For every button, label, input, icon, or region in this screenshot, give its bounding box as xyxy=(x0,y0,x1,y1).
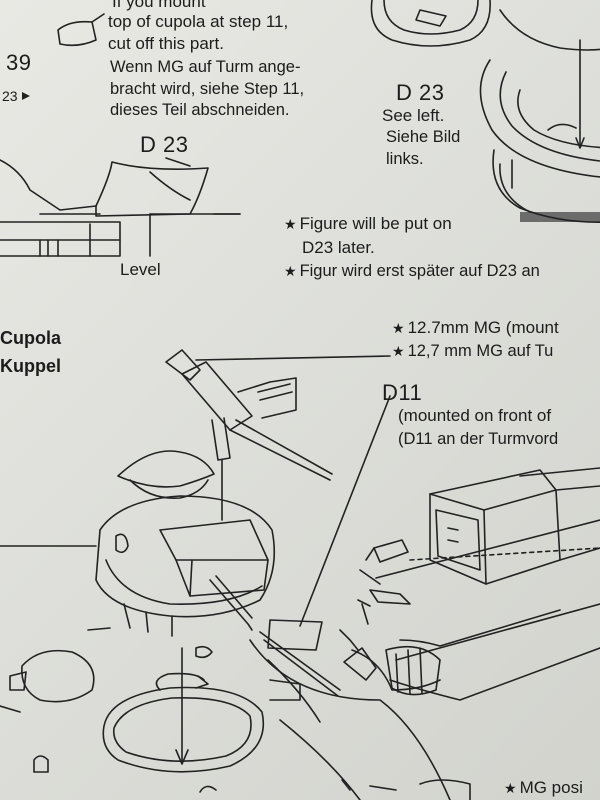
ring-part-icon xyxy=(370,0,491,47)
figure-note-line1: Figure will be put on xyxy=(284,214,452,234)
small-parts-icon xyxy=(0,627,217,793)
note-top-line5: dieses Teil abschneiden. xyxy=(110,101,290,119)
bottom-parts-icon xyxy=(369,779,471,800)
d23-side-view xyxy=(0,157,241,257)
part-39-icon xyxy=(57,13,105,47)
mg-position-note: MG posi xyxy=(504,778,583,798)
cupola-label-en: Cupola xyxy=(0,328,61,348)
mg-leader-line xyxy=(195,355,391,361)
d23-right-line2: Siehe Bild xyxy=(386,128,461,146)
note-top-line3: Wenn MG auf Turm ange- xyxy=(110,58,301,76)
figure-note-line3: Figur wird erst später auf D23 an xyxy=(284,262,540,281)
machine-gun-icon xyxy=(165,349,333,521)
cupola-ring-icon xyxy=(479,9,600,224)
label-d23-left: D 23 xyxy=(140,132,189,157)
d23-right-line1: See left. xyxy=(382,106,445,125)
d11-note-de: (D11 an der Turmvord xyxy=(398,430,559,448)
note-top-line2: cut off this part. xyxy=(108,34,224,53)
cupola-assembly-icon xyxy=(95,450,276,637)
part-number-23-small: 23 xyxy=(2,88,18,104)
cupola-label-de: Kuppel xyxy=(0,356,61,376)
mg-note-de: 12,7 mm MG auf Tu xyxy=(392,342,554,361)
note-top-line4: bracht wird, siehe Step 11, xyxy=(110,80,305,98)
cupola-base-ring-icon xyxy=(102,645,264,773)
label-d11: D11 xyxy=(382,380,423,405)
d11-part-icon xyxy=(343,467,600,696)
note-top-line0: If you mount xyxy=(112,0,206,11)
label-d23-right: D 23 xyxy=(396,80,445,105)
mg-note-en: 12.7mm MG (mount xyxy=(392,318,559,338)
note-top-line1: top of cupola at step 11, xyxy=(108,12,289,31)
d11-note-en: (mounted on front of xyxy=(398,406,552,425)
label-level: Level xyxy=(120,260,161,279)
d23-right-line3: links. xyxy=(386,150,424,168)
part-number-39: 39 xyxy=(6,50,32,75)
d11-leader-line xyxy=(299,395,391,627)
figure-note-line2: D23 later. xyxy=(302,238,375,257)
turret-body-icon xyxy=(249,569,600,800)
